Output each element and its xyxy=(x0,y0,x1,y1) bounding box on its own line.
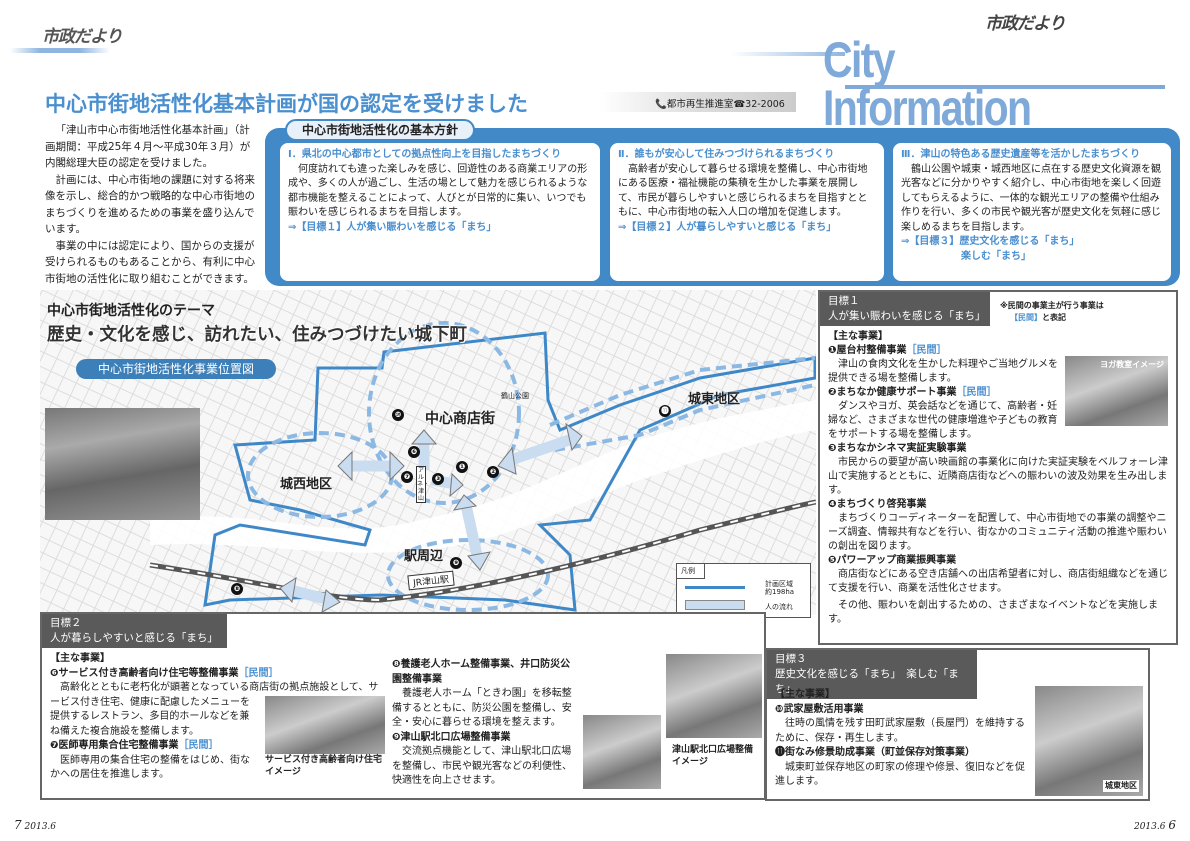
policy-item-2: Ⅱ．誰もが安心して住みつづけられるまちづくり高齢者が安心して暮らせる環境を整備し… xyxy=(610,143,884,281)
policy-item-1: Ⅰ．県北の中心都市としての拠点性向上を目指したまちづくり何度訪れても違った楽しみ… xyxy=(280,143,600,281)
map-legend: 凡例 計画区域約198ha 人の流れ xyxy=(676,563,811,618)
yoga-photo: ヨガ教室イメージ xyxy=(1065,356,1168,426)
joto-street-photo: 城東地区 xyxy=(1035,686,1143,796)
elderly-housing-figure: サービス付き高齢者向け住宅イメージ xyxy=(265,696,385,778)
label-station-area: 駅周辺 xyxy=(404,549,444,564)
plan-area-boundary xyxy=(203,331,816,612)
article-title: 中心市街地活性化基本計画が国の認定を受けました xyxy=(45,92,528,116)
intro-text: 「津山市中心市街地活性化基本計画」（計画期間：平成25年４月〜平成30年３月）が… xyxy=(45,124,255,285)
location-map xyxy=(40,290,816,615)
footer-right: 2013.6 6 xyxy=(1133,818,1176,832)
marker-9: ❾ xyxy=(450,557,462,569)
aerial-photo xyxy=(45,408,200,520)
east-district-band xyxy=(549,356,816,452)
policy-item-3: Ⅲ．津山の特色ある歴史遺産等を活かしたまちづくり鶴山公園や城東・城西地区に点在す… xyxy=(893,143,1171,281)
station-plaza-street-image xyxy=(582,714,662,790)
marker-10: ❿ xyxy=(392,409,404,421)
contact-info: 📞都市再生推進室☎32-2006 xyxy=(600,92,796,112)
elderly-housing-photo xyxy=(265,696,385,754)
river xyxy=(150,400,816,553)
section-title: 市政だより xyxy=(42,27,123,47)
city-information-logo: City Information 市政だより xyxy=(730,0,1170,133)
theme-title: 歴史・文化を感じ、訪れたい、住みつづけたい城下町 xyxy=(47,325,467,345)
label-kakuzan-park: 鶴山公園 xyxy=(501,392,529,400)
policy-tag: 中心市街地活性化の基本方針 xyxy=(285,119,475,141)
marker-2: ❷ xyxy=(487,466,499,478)
center-district-circle xyxy=(367,321,521,505)
private-note: ※民間の事業主が行う事業は【民間】と表記 xyxy=(1000,301,1104,322)
marker-8: ❽ xyxy=(231,583,243,595)
station-plaza-aerial-image xyxy=(666,654,762,738)
marker-6: ❻ xyxy=(408,446,420,458)
marker-11: ⓫ xyxy=(659,405,671,417)
marker-3: ❸ xyxy=(432,473,444,485)
marker-7: ❼ xyxy=(401,471,413,483)
footer-left: 7 2013.6 xyxy=(14,818,57,832)
label-arne: アルネ・津山 xyxy=(416,466,430,503)
station-district-circle xyxy=(386,538,550,612)
header-divider xyxy=(10,48,110,53)
label-center-shopping: 中心商店街 xyxy=(425,411,495,427)
theme-label: 中心市街地活性化のテーマ xyxy=(47,303,215,319)
marker-1: ❶ xyxy=(456,461,468,473)
label-joto: 城東地区 xyxy=(688,392,741,407)
map-title-pill: 中心市街地活性化事業位置図 xyxy=(76,359,276,379)
label-josai: 城西地区 xyxy=(280,477,333,492)
